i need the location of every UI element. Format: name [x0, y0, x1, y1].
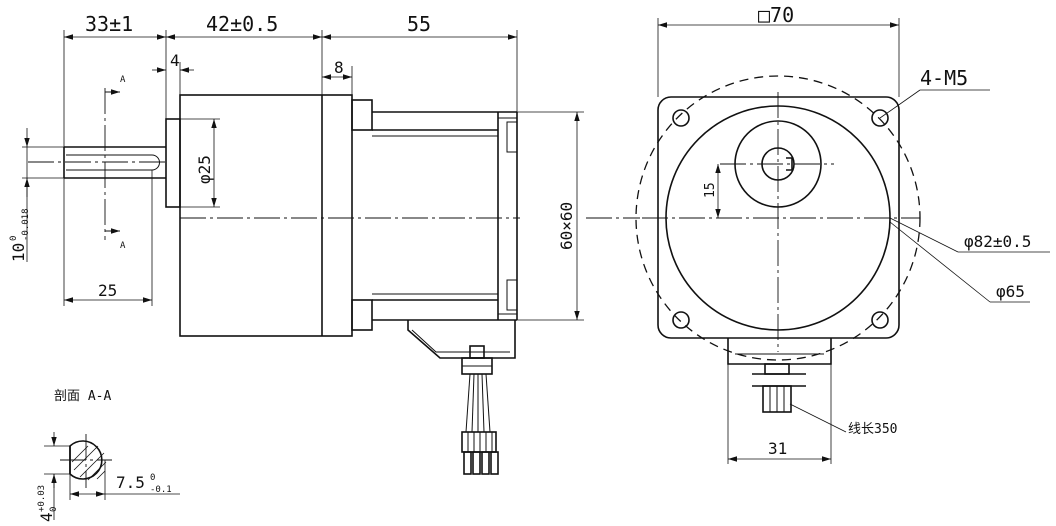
front-flange [179, 94, 353, 337]
dim-shaft-diameter-group: 10 0 -0.018 [9, 128, 64, 262]
section-profile [60, 434, 112, 488]
side-view: A A 33±1 42±0.5 55 4 8 [9, 12, 640, 475]
rear-cap-upper [351, 99, 373, 131]
dim-flat-height-upper-tol: 0 [150, 473, 155, 483]
dim-square-group: 60×60 [517, 111, 584, 321]
dim-flange-length: 42±0.5 [206, 12, 278, 36]
shaft [28, 146, 166, 179]
flange-square [657, 96, 900, 339]
note-lead-length: 线长350 [848, 422, 897, 437]
top-dimensions: 33±1 42±0.5 55 4 8 [63, 12, 518, 147]
dim-rear-step: 8 [334, 58, 344, 77]
lead-connector [407, 320, 516, 475]
dim-shaft-length-group: 25 [63, 170, 153, 306]
dim-shaft-diameter-lower-tol: -0.018 [21, 208, 31, 241]
dim-flat-height-lower-tol: -0.1 [150, 485, 172, 495]
dim-front-length: 33±1 [85, 12, 133, 36]
dim-flat-height: 7.5 [116, 473, 145, 492]
dim-flat-width: 4 [37, 512, 56, 522]
section-mark-bottom: A [120, 241, 126, 251]
front-view: □70 4-M5 15 φ82±0.5 φ65 31 线长350 [635, 3, 1050, 464]
dim-connector-width: 31 [768, 439, 787, 458]
dim-shaft-diameter: 10 [9, 243, 28, 262]
dim-square: 60×60 [557, 202, 576, 250]
mounting-holes [672, 109, 889, 329]
section-title: 剖面 A-A [54, 389, 111, 404]
dim-flat-width-lower-tol: 0 [49, 507, 59, 512]
dim-boss-diameter: φ25 [195, 155, 214, 184]
dim-holes: 4-M5 [920, 66, 968, 90]
section-mark-top: A [120, 75, 126, 85]
pilot-boss [165, 118, 181, 208]
dim-shaft-diameter-upper-tol: 0 [9, 236, 19, 241]
dim-pilot-diameter: φ65 [996, 282, 1025, 301]
dim-body-length: 55 [407, 12, 431, 36]
dim-square-size: □70 [758, 3, 794, 27]
section-mark-a: A A [104, 75, 126, 251]
dim-flat-width-upper-tol: +0.03 [37, 485, 47, 512]
motor-body [372, 111, 518, 321]
dim-shaft-offset: 15 [703, 182, 718, 198]
dim-bolt-circle: φ82±0.5 [964, 232, 1031, 251]
dim-boss-diameter-group: φ25 [180, 118, 220, 208]
rear-cap-lower [351, 299, 373, 331]
front-connector [727, 338, 832, 413]
dim-flange-thickness: 4 [170, 51, 180, 70]
dim-shaft-length: 25 [98, 281, 117, 300]
section-view: 剖面 A-A 4 +0.03 0 7.5 0 -0.1 [37, 389, 180, 522]
